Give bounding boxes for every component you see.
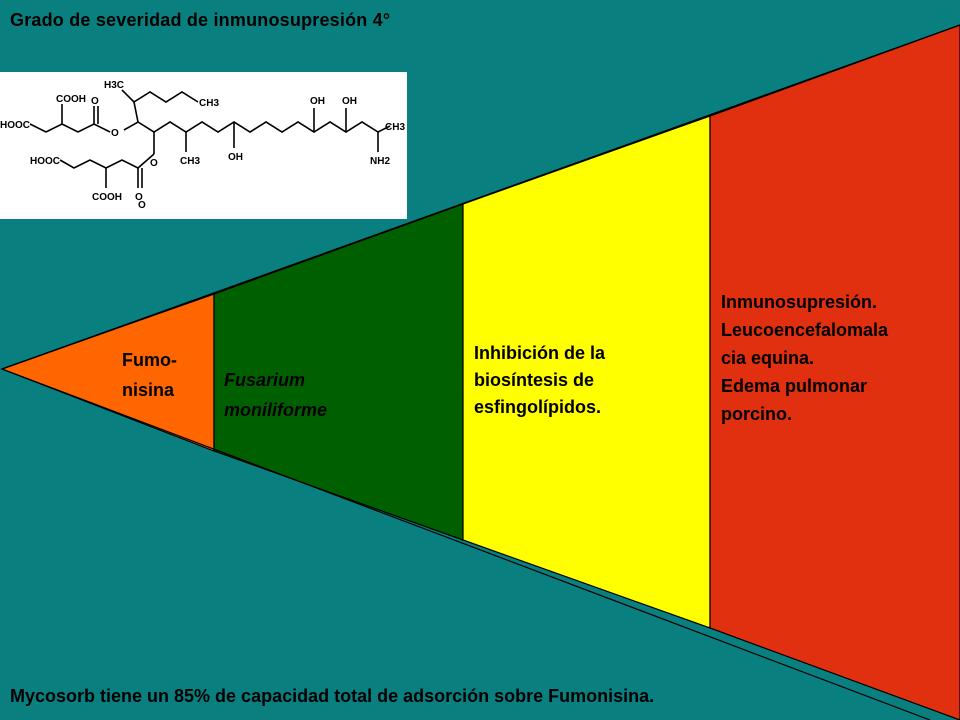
label-line: Inhibición de la (474, 343, 606, 363)
label-line: Fusarium (224, 370, 306, 390)
label-line: esfingolípidos. (474, 397, 602, 417)
structure-label: CH3 (199, 98, 219, 109)
label-efectos: Inmunosupresión. Leucoencefalomala cia e… (721, 288, 888, 428)
fumonisin-structure-image: COOH HOOC O O H3C CH3 O O CH3 OH OH OH C… (0, 72, 407, 219)
wedge-top-edge (1, 24, 960, 370)
structure-label: CH3 (385, 122, 405, 133)
structure-label: COOH (92, 192, 122, 203)
slide-title: Grado de severidad de inmunosupresión 4° (10, 10, 391, 30)
structure-label: O (150, 158, 158, 169)
label-line: Fumo- (122, 350, 177, 370)
structure-label: HOOC (0, 120, 30, 131)
structure-label: H3C (104, 80, 124, 91)
structure-label: O (138, 200, 146, 211)
structure-label: COOH (56, 94, 86, 105)
label-line: nisina (122, 380, 175, 400)
chemical-structure-drawing: COOH HOOC O O H3C CH3 O O CH3 OH OH OH C… (0, 80, 405, 211)
label-line: cia equina. (721, 348, 815, 368)
structure-label: CH3 (180, 156, 200, 167)
label-line: porcino. (721, 404, 792, 424)
structure-label: NH2 (370, 156, 390, 167)
structure-label: O (91, 96, 99, 107)
structure-label: O (135, 192, 143, 203)
structure-label: HOOC (30, 156, 60, 167)
structure-label: OH (342, 96, 357, 107)
label-fumonisina: Fumo- nisina (122, 345, 177, 405)
footer-note: Mycosorb tiene un 85% de capacidad total… (10, 686, 655, 706)
label-line: Inmunosupresión. (721, 292, 878, 312)
label-line: moniliforme (224, 400, 328, 420)
segment-fumonisina (0, 293, 215, 452)
structure-label: OH (310, 96, 325, 107)
label-line: Leucoencefalomala (721, 320, 889, 340)
structure-label: OH (228, 152, 243, 163)
label-fusarium: Fusarium moniliforme (224, 365, 327, 425)
label-line: biosíntesis de (474, 370, 595, 390)
structure-label: O (111, 128, 119, 139)
wedge-bottom-edge (1, 368, 931, 720)
label-line: Edema pulmonar (721, 376, 868, 396)
label-inhibicion: Inhibición de la biosíntesis de esfingol… (474, 340, 605, 421)
